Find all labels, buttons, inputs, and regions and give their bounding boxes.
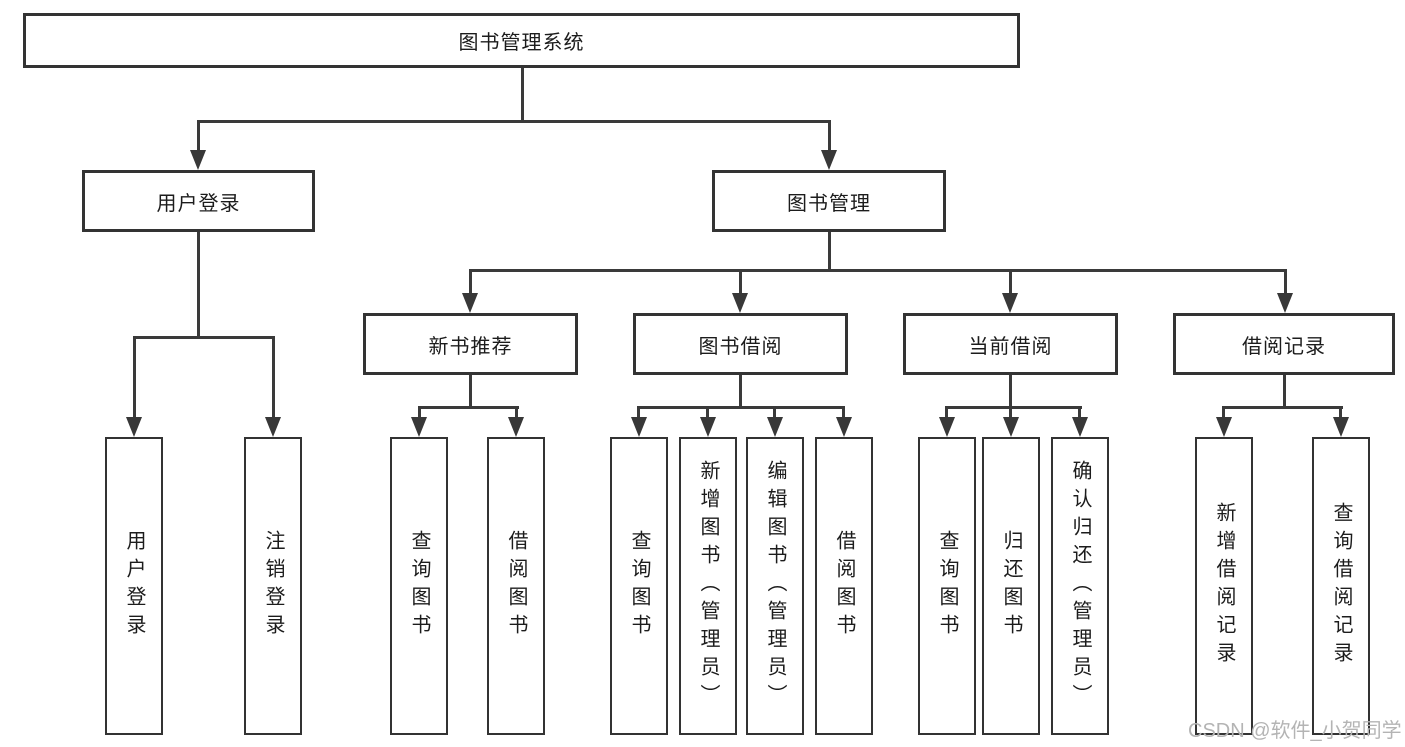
- node-borrow-records-label: 借阅记录: [1242, 335, 1326, 358]
- node-root: 图书管理系统: [23, 13, 1020, 68]
- connector-line: [197, 120, 831, 123]
- connector-line: [272, 336, 275, 419]
- leaf-borrow-books-2: 借阅图书: [815, 437, 873, 735]
- connector-line: [1339, 406, 1342, 419]
- node-book-borrow: 图书借阅: [633, 313, 848, 375]
- leaf-user-login-label: 用户登录: [123, 530, 145, 642]
- connector-line: [828, 120, 831, 152]
- arrow-down-icon: [631, 417, 647, 437]
- leaf-query-books-3-label: 查询图书: [936, 530, 958, 642]
- arrow-down-icon: [126, 417, 142, 437]
- connector-line: [637, 406, 845, 409]
- leaf-confirm-return-admin: 确认归还（管理员）: [1051, 437, 1109, 735]
- arrow-down-icon: [1072, 417, 1088, 437]
- arrow-down-icon: [411, 417, 427, 437]
- arrow-down-icon: [1277, 293, 1293, 313]
- arrow-down-icon: [265, 417, 281, 437]
- node-current-borrow: 当前借阅: [903, 313, 1118, 375]
- connector-line: [828, 232, 831, 272]
- arrow-down-icon: [700, 417, 716, 437]
- connector-line: [945, 406, 1082, 409]
- arrow-down-icon: [732, 293, 748, 313]
- arrow-down-icon: [767, 417, 783, 437]
- leaf-logout: 注销登录: [244, 437, 302, 735]
- leaf-confirm-return-admin-label: 确认归还（管理员）: [1069, 460, 1091, 712]
- leaf-borrow-books-2-label: 借阅图书: [833, 530, 855, 642]
- node-user-login-label: 用户登录: [156, 192, 241, 215]
- connector-line: [197, 232, 200, 339]
- node-root-label: 图书管理系统: [458, 32, 585, 54]
- connector-line: [133, 336, 275, 339]
- node-new-book-recommend: 新书推荐: [363, 313, 578, 375]
- node-current-borrow-label: 当前借阅: [968, 335, 1053, 358]
- arrow-down-icon: [1216, 417, 1232, 437]
- leaf-return-book-label: 归还图书: [1000, 530, 1022, 642]
- leaf-add-borrow-record: 新增借阅记录: [1195, 437, 1253, 735]
- connector-line: [418, 406, 421, 419]
- leaf-add-book-admin-label: 新增图书（管理员）: [697, 460, 719, 712]
- leaf-edit-book-admin: 编辑图书（管理员）: [746, 437, 804, 735]
- connector-line: [469, 269, 1287, 272]
- leaf-return-book: 归还图书: [982, 437, 1040, 735]
- connector-line: [521, 68, 524, 122]
- connector-line: [1009, 375, 1012, 408]
- csdn-watermark: CSDN @软件_小贺同学: [1188, 720, 1402, 742]
- arrow-down-icon: [939, 417, 955, 437]
- leaf-borrow-books-1: 借阅图书: [487, 437, 545, 735]
- leaf-add-borrow-record-label: 新增借阅记录: [1213, 502, 1235, 670]
- leaf-borrow-books-1-label: 借阅图书: [505, 530, 527, 642]
- connector-line: [418, 406, 519, 409]
- arrow-down-icon: [1003, 417, 1019, 437]
- leaf-query-books-2: 查询图书: [610, 437, 668, 735]
- leaf-user-login: 用户登录: [105, 437, 163, 735]
- connector-line: [469, 269, 472, 297]
- connector-line: [773, 406, 776, 419]
- leaf-query-books-1: 查询图书: [390, 437, 448, 735]
- arrow-down-icon: [821, 150, 837, 170]
- node-book-borrow-label: 图书借阅: [698, 335, 783, 358]
- arrow-down-icon: [1333, 417, 1349, 437]
- arrow-down-icon: [508, 417, 524, 437]
- leaf-logout-label: 注销登录: [262, 530, 284, 642]
- leaf-query-borrow-record-label: 查询借阅记录: [1330, 502, 1352, 670]
- arrow-down-icon: [836, 417, 852, 437]
- connector-line: [133, 336, 136, 419]
- leaf-query-books-1-label: 查询图书: [408, 530, 430, 642]
- connector-line: [469, 375, 472, 408]
- node-user-login: 用户登录: [82, 170, 315, 232]
- node-borrow-records: 借阅记录: [1173, 313, 1395, 375]
- connector-line: [1009, 406, 1012, 419]
- leaf-query-books-3: 查询图书: [918, 437, 976, 735]
- connector-line: [1222, 406, 1343, 409]
- leaf-query-borrow-record: 查询借阅记录: [1312, 437, 1370, 735]
- leaf-query-books-2-label: 查询图书: [628, 530, 650, 642]
- connector-line: [1009, 269, 1012, 297]
- leaf-add-book-admin: 新增图书（管理员）: [679, 437, 737, 735]
- arrow-down-icon: [462, 293, 478, 313]
- connector-line: [1078, 406, 1081, 419]
- connector-line: [739, 375, 742, 408]
- connector-line: [1222, 406, 1225, 419]
- connector-line: [842, 406, 845, 419]
- connector-line: [637, 406, 640, 419]
- node-book-management: 图书管理: [712, 170, 946, 232]
- arrow-down-icon: [1002, 293, 1018, 313]
- connector-line: [197, 120, 200, 152]
- connector-line: [1283, 375, 1286, 408]
- connector-line: [515, 406, 518, 419]
- node-book-management-label: 图书管理: [787, 192, 871, 215]
- leaf-edit-book-admin-label: 编辑图书（管理员）: [764, 460, 786, 712]
- connector-line: [739, 269, 742, 297]
- connector-line: [706, 406, 709, 419]
- arrow-down-icon: [190, 150, 206, 170]
- node-new-book-recommend-label: 新书推荐: [428, 335, 513, 358]
- connector-line: [1284, 269, 1287, 297]
- connector-line: [945, 406, 948, 419]
